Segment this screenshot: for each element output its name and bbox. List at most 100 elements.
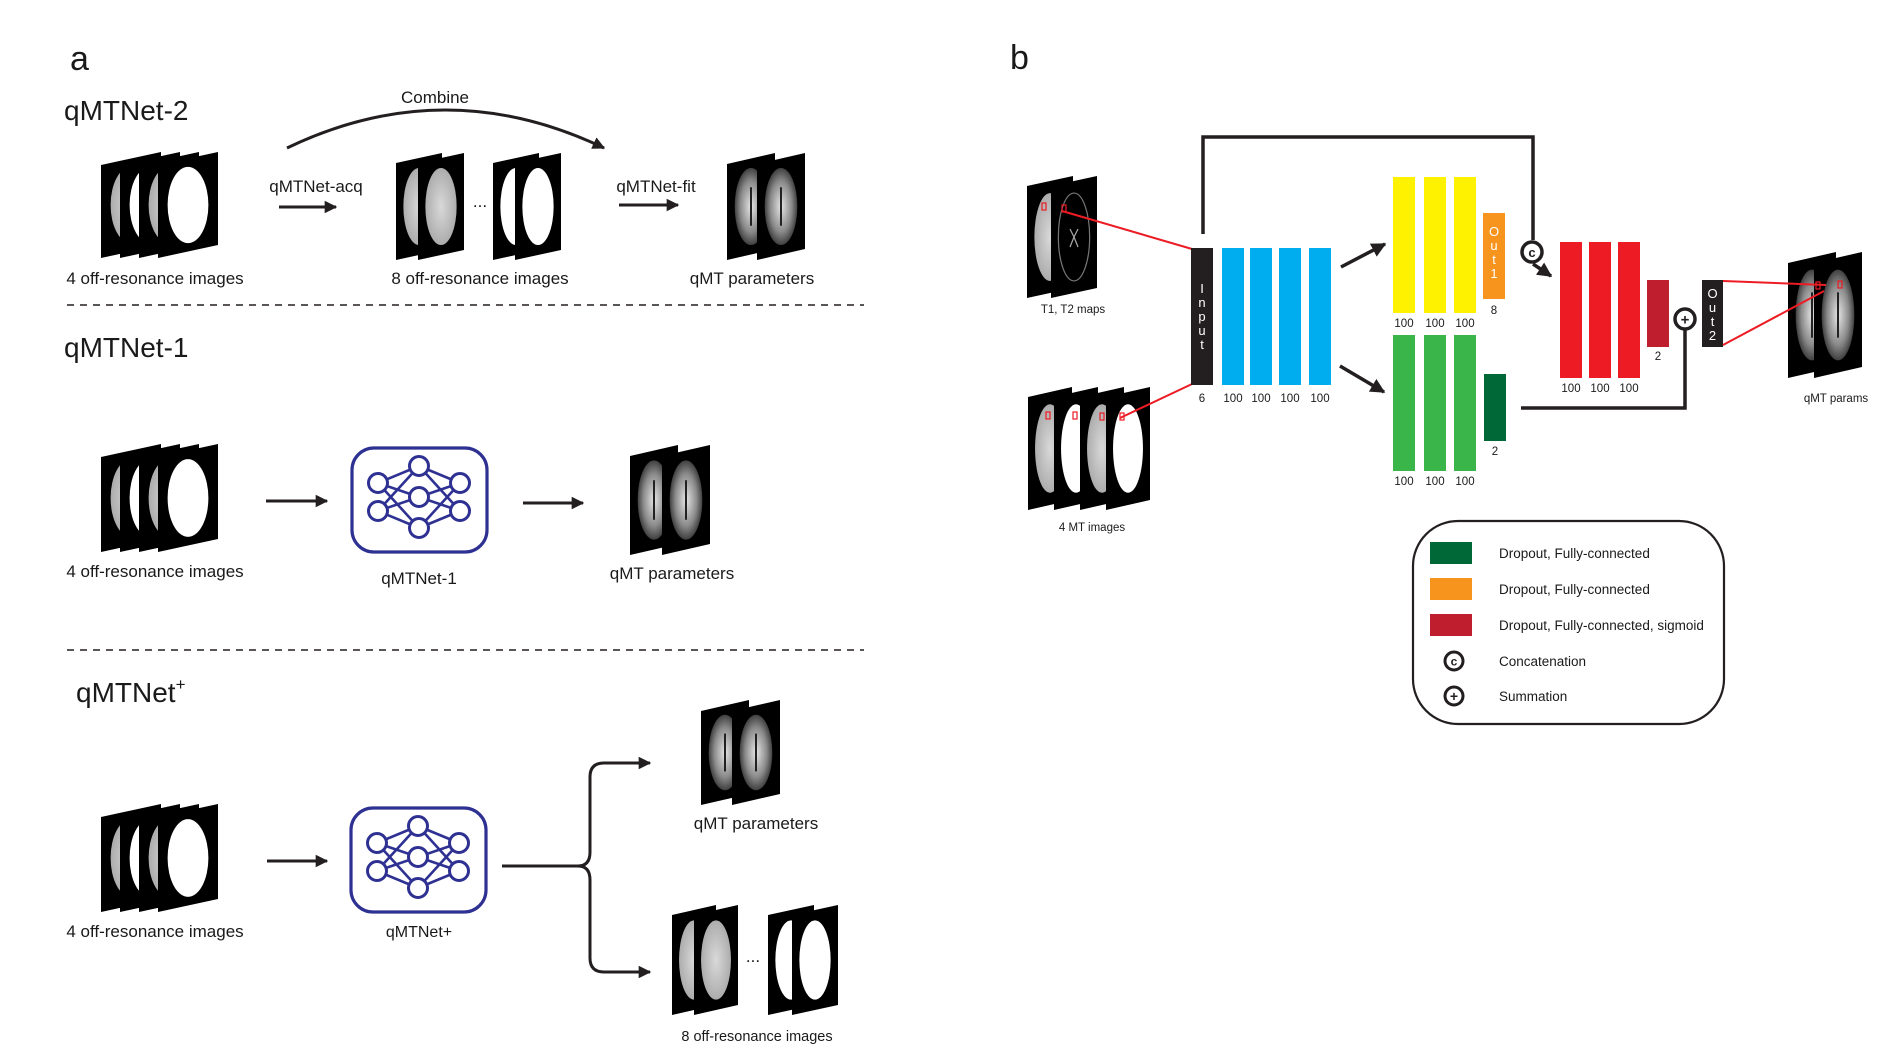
layer-bar	[1589, 242, 1611, 378]
roi-marker	[1119, 412, 1125, 421]
legend-swatch	[1430, 578, 1472, 600]
output-qmt-image	[701, 700, 780, 805]
layer-bar	[1279, 248, 1301, 385]
roi-marker	[1099, 412, 1105, 421]
neuron-node	[408, 486, 430, 508]
mri-slice	[158, 152, 218, 258]
mt-caption: 4 MT images	[1059, 522, 1126, 534]
input-size: 6	[1199, 393, 1205, 405]
mri-slice	[732, 700, 780, 805]
mri-slice	[1106, 387, 1150, 510]
summation-icon	[1443, 685, 1465, 707]
concatenation-icon: c	[1520, 240, 1544, 264]
legend-item: Dropout, Fully-connected	[1430, 542, 1650, 564]
layer-size: 100	[1619, 383, 1638, 395]
output-qmt-image	[727, 153, 805, 260]
concat-arrow	[1532, 262, 1553, 278]
svg-text:+: +	[1681, 312, 1690, 329]
neural-network-icon	[349, 806, 488, 914]
layer-bar	[1309, 248, 1331, 385]
roi-line	[1119, 383, 1193, 419]
branch-arrow-down	[1339, 364, 1386, 394]
input-caption: 4 off-resonance images	[66, 269, 243, 288]
neuron-node	[366, 832, 388, 854]
neuron-node	[407, 877, 429, 899]
final-layers: 100 100 100	[1560, 242, 1640, 395]
roi-line	[1722, 280, 1827, 286]
mri-slice	[1814, 252, 1862, 378]
layer-size: 100	[1223, 393, 1242, 405]
output-top-caption: qMT parameters	[694, 814, 818, 833]
input-image-stack	[101, 804, 218, 912]
roi-marker	[1061, 204, 1067, 213]
ellipsis: ...	[746, 947, 760, 966]
output-bottom-caption: 8 off-resonance images	[681, 1029, 832, 1045]
neuron-node	[449, 500, 471, 522]
input-image-stack	[101, 152, 218, 258]
summation-icon: +	[1673, 307, 1697, 331]
layer-bar	[1618, 242, 1640, 378]
mri-slice	[694, 905, 738, 1015]
fit-label: qMTNet-fit	[616, 177, 696, 196]
output-caption: qMT params	[1804, 393, 1869, 405]
out1-size: 8	[1491, 305, 1497, 317]
mt-images	[1028, 387, 1150, 510]
svg-text:+: +	[1450, 688, 1458, 704]
neuron-node	[408, 517, 430, 539]
layer-bar	[1393, 335, 1415, 471]
input-caption: 4 off-resonance images	[66, 562, 243, 581]
qmtnet1-title: qMTNet-1	[64, 332, 188, 363]
neural-network-icon	[350, 446, 489, 554]
input-caption: 4 off-resonance images	[66, 922, 243, 941]
output-qmt-image	[630, 445, 710, 555]
svg-text:c: c	[1528, 245, 1535, 260]
layer-size: 100	[1590, 383, 1609, 395]
neuron-node	[449, 472, 471, 494]
legend-label: Dropout, Fully-connected, sigmoid	[1499, 618, 1704, 633]
layer-bar	[1222, 248, 1244, 385]
layer-bar	[1454, 177, 1476, 313]
legend-label: Dropout, Fully-connected	[1499, 582, 1650, 597]
mri-slice	[792, 905, 838, 1015]
roi-marker	[1072, 411, 1078, 420]
neuron-node	[408, 455, 430, 477]
output-offres-image-stack	[672, 905, 838, 1015]
roi-marker	[1837, 280, 1843, 289]
acq-label: qMTNet-acq	[269, 177, 363, 196]
neuron-node	[448, 860, 470, 882]
panel-b-label: b	[1010, 39, 1029, 77]
legend-swatch	[1430, 542, 1472, 564]
branch-arrow-up	[1340, 242, 1387, 269]
output-caption: qMT parameters	[690, 269, 814, 288]
network-caption: qMTNet+	[386, 924, 452, 941]
neuron-node	[448, 832, 470, 854]
layer-bar	[1424, 335, 1446, 471]
mri-slice	[662, 445, 710, 555]
layer-size: 100	[1561, 383, 1580, 395]
qmtnetplus-section: qMTNet+ 4 off-resonance images qMTNet+ q…	[66, 675, 838, 1045]
combine-arrow	[286, 108, 606, 150]
legend-label: Concatenation	[1499, 654, 1586, 669]
mri-slice	[158, 444, 218, 552]
mri-slice	[158, 804, 218, 912]
legend-label: Dropout, Fully-connected	[1499, 546, 1650, 561]
layer-size: 100	[1251, 393, 1270, 405]
layer-size: 100	[1280, 393, 1299, 405]
ellipsis: ...	[473, 192, 487, 211]
concatenation-icon	[1443, 650, 1465, 672]
red-out-layer: 2	[1647, 280, 1669, 363]
roi-marker	[1041, 202, 1047, 211]
red-out-size: 2	[1655, 351, 1661, 363]
mid-caption: 8 off-resonance images	[391, 269, 568, 288]
combine-label: Combine	[401, 88, 469, 107]
layer-size: 100	[1455, 476, 1474, 488]
neuron-node	[407, 846, 429, 868]
